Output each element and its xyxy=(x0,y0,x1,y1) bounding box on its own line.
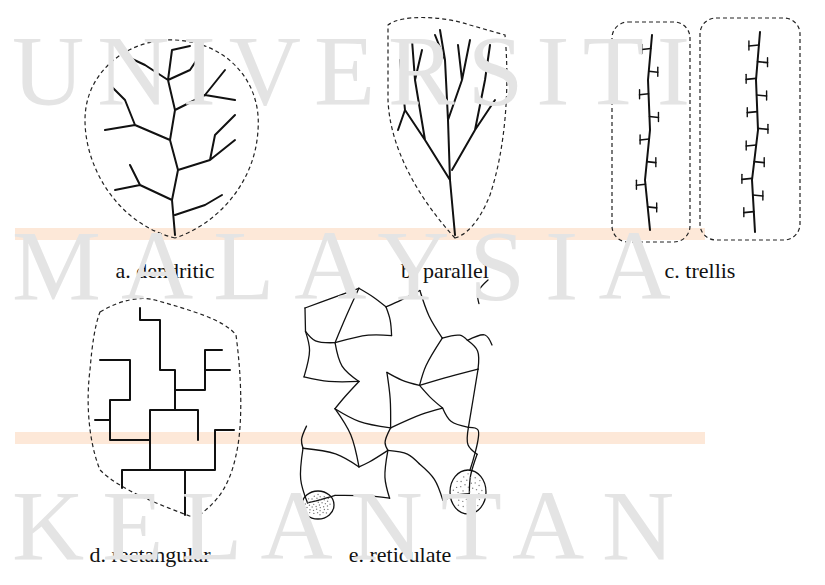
reticulate-channel xyxy=(303,448,359,467)
reticulate-channel xyxy=(442,335,467,340)
trellis-tributary xyxy=(640,139,649,140)
watermark: KELANTAN xyxy=(12,476,692,576)
reticulate-channel xyxy=(335,381,359,408)
trellis-tributary xyxy=(757,95,767,96)
band xyxy=(15,432,705,444)
trellis-tributary xyxy=(749,45,759,46)
stipple-dot xyxy=(467,473,468,474)
reticulate-channel xyxy=(304,331,310,377)
reticulate-channel xyxy=(468,369,478,427)
reticulate-channel xyxy=(359,450,388,467)
reticulate-channel xyxy=(420,369,478,385)
trellis-tributary xyxy=(741,174,742,183)
reticulate-channel xyxy=(443,408,469,427)
reticulate-channel xyxy=(385,428,391,450)
reticulate-channel xyxy=(305,331,335,342)
trellis-tributary xyxy=(753,195,763,196)
reticulate-channel xyxy=(335,409,359,467)
trellis-tributary xyxy=(743,208,744,217)
reticulate-channel xyxy=(387,372,391,428)
reticulate-channel xyxy=(420,385,443,408)
trellis-tributary xyxy=(748,41,749,50)
reticulate-channel xyxy=(335,343,359,382)
trellis-tributary xyxy=(745,74,746,83)
trellis-tributary xyxy=(648,207,657,208)
trellis-tributary xyxy=(767,58,768,67)
trellis-tributary xyxy=(747,112,757,113)
trellis-tributary xyxy=(766,91,767,100)
reticulate-channel xyxy=(468,427,478,470)
reticulate-channel xyxy=(335,409,391,428)
reticulate-channel xyxy=(391,408,443,428)
trellis-tributary xyxy=(636,180,637,189)
reticulate-channel xyxy=(301,426,306,448)
trellis-tributary xyxy=(742,178,752,179)
trellis-tributary xyxy=(758,62,768,63)
reticulate-channel xyxy=(420,338,443,385)
trellis-tributary xyxy=(656,203,657,212)
trellis-tributary xyxy=(655,158,656,167)
trellis-tributary xyxy=(764,158,765,167)
trellis-tributary xyxy=(744,212,754,213)
trellis-tributary xyxy=(746,78,756,79)
trellis-tributary xyxy=(747,108,748,117)
trellis-tributary xyxy=(767,124,768,133)
reticulate-channel xyxy=(387,372,420,385)
trellis-tributary xyxy=(746,145,756,146)
trellis-tributary xyxy=(636,184,645,185)
basin-outline xyxy=(700,18,800,240)
trellis-tributary xyxy=(639,135,640,144)
reticulate-channel xyxy=(304,377,359,382)
trellis-tributary xyxy=(762,191,763,200)
trellis-tributary xyxy=(758,128,768,129)
reticulate-channel xyxy=(335,335,392,343)
watermark: UNIVERSITI xyxy=(12,21,703,121)
trellis-tributary xyxy=(754,162,764,163)
reticulate-channel xyxy=(388,450,419,463)
reticulate-channel xyxy=(468,340,479,369)
trellis-tributary xyxy=(746,141,747,150)
reticulate-channel xyxy=(468,335,492,345)
watermark: MALAYSIA xyxy=(12,216,691,316)
trellis-tributary xyxy=(647,162,656,163)
